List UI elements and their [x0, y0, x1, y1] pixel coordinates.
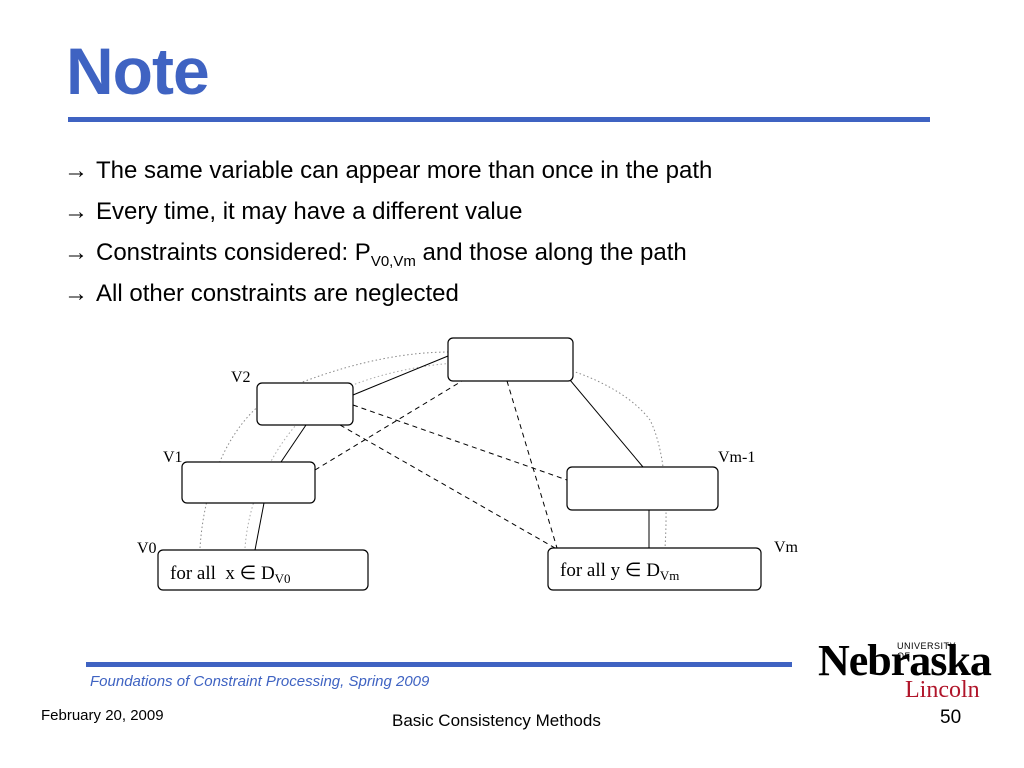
arrow-icon: →	[64, 157, 88, 184]
footer-divider	[86, 662, 792, 667]
node-vm1	[566, 466, 719, 511]
dotted-arc-right	[449, 351, 667, 549]
edge-v1-v2	[280, 424, 307, 463]
dashed-edge	[314, 380, 463, 471]
node-v1	[181, 461, 316, 504]
bullet-item: → Every time, it may have a different val…	[64, 191, 712, 232]
dashed-edge	[506, 380, 558, 549]
bullet-item: → The same variable can appear more than …	[64, 150, 712, 191]
bullet-item: → Constraints considered: PV0,Vm and thos…	[64, 232, 712, 273]
logo-name-text: Nebraska	[818, 636, 992, 685]
bullet-text: The same variable can appear more than o…	[96, 157, 713, 184]
bullet-text: Every time, it may have a different valu…	[96, 198, 523, 225]
university-logo: UNIVERSITY OF Nebraska Lincoln	[815, 633, 992, 704]
arrow-icon: →	[64, 280, 88, 307]
course-name: Foundations of Constraint Processing, Sp…	[90, 673, 430, 690]
bullet-item: → All other constraints are neglected	[64, 273, 712, 314]
footer-date: February 20, 2009	[41, 707, 164, 724]
box-v0-text: for all x ∈ DV0	[170, 563, 291, 586]
bullet-text: Constraints considered: P	[96, 239, 371, 266]
box-vm-text: for all y ∈ DVm	[560, 560, 679, 583]
box-v0-subscript: V0	[275, 571, 291, 586]
bullet-text: All other constraints are neglected	[96, 280, 459, 307]
edge-top-vm1	[569, 379, 644, 468]
footer-title: Basic Consistency Methods	[392, 711, 601, 730]
logo-campus-text: Lincoln	[905, 677, 980, 703]
edge-v2-top	[352, 355, 449, 396]
label-vm: Vm	[774, 539, 799, 556]
logo-university-text: UNIVERSITY OF	[897, 641, 956, 661]
label-v0: V0	[137, 540, 157, 557]
dashed-edge	[339, 424, 556, 549]
arrow-icon: →	[64, 198, 88, 225]
bullet-subscript: V0,Vm	[370, 253, 416, 270]
dashed-edge	[352, 404, 568, 481]
label-v2: V2	[231, 369, 251, 386]
slide-title: Note	[66, 34, 210, 108]
node-top	[447, 337, 574, 382]
bullet-text-after: and those along the path	[415, 239, 687, 266]
box-vm-main: for all y ∈ D	[560, 560, 660, 581]
box-v0-main: for all x ∈ D	[170, 563, 275, 584]
box-vm-subscript: Vm	[660, 568, 680, 583]
page-number: 50	[940, 707, 962, 728]
bullet-list: → The same variable can appear more than …	[64, 150, 712, 314]
edge-v0-v1	[254, 502, 265, 551]
node-vm	[547, 547, 762, 591]
node-v0	[157, 549, 369, 591]
title-divider	[68, 117, 930, 122]
label-vm1: Vm-1	[718, 449, 755, 466]
node-v2	[256, 382, 354, 426]
arrow-icon: →	[64, 239, 88, 266]
label-v1: V1	[163, 449, 183, 466]
